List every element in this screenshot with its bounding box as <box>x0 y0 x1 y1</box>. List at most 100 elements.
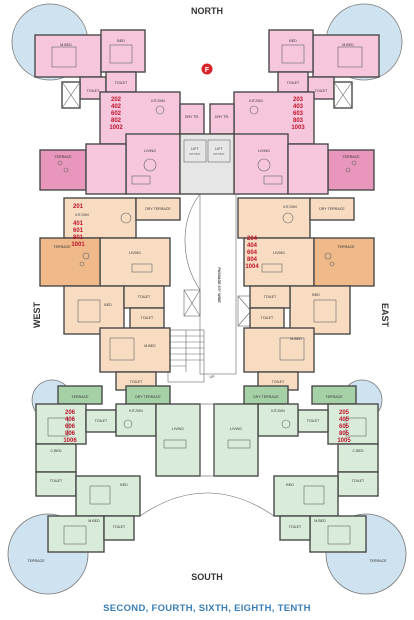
ne-bed-bed <box>281 44 305 64</box>
lift-left-dim: 6'0"X6'0" <box>189 152 200 156</box>
sw-toilet-2 <box>35 471 77 497</box>
se-mbed <box>309 515 367 553</box>
e-kitchen <box>237 197 311 239</box>
ne-unit-1: 203 <box>293 97 304 103</box>
se-toilet-label: TOILET <box>307 419 320 423</box>
sw-bed-label: BED <box>120 483 128 487</box>
nw-unit-1: 202 <box>111 97 122 103</box>
se-cbed <box>337 443 379 473</box>
e-toilet3-label: TOILET <box>272 380 285 384</box>
se-unit-3: 605 <box>339 424 350 430</box>
e-dry-label: DRY TERRACE <box>319 207 345 211</box>
sw-kitdin-label: KIT./DIN <box>129 409 143 413</box>
sw-toilet3-label: TOILET <box>113 525 126 529</box>
sw-terrace-label: TERRACE <box>71 395 89 399</box>
se-unit-4: 805 <box>339 431 350 437</box>
e-unit-numbers: 204 404 604 804 1004 <box>245 236 259 270</box>
lift-right-dim: 6'0"X6'0" <box>213 152 224 156</box>
w-bed-furniture <box>77 299 101 323</box>
north-label: NORTH <box>191 6 223 16</box>
e-unit-2: 404 <box>247 243 258 249</box>
w-bed <box>63 285 125 335</box>
sw-kitchen <box>115 403 157 437</box>
staircase <box>167 329 205 383</box>
nw-mbed-label: M.BED <box>60 43 72 47</box>
e-kitdin-label: KIT./DIN <box>283 205 297 209</box>
nw-toilet-label: TOILET <box>87 89 100 93</box>
nw-bed-room <box>100 29 146 73</box>
ne-bed-label: BED <box>289 39 297 43</box>
nw-unit-2: 402 <box>111 104 122 110</box>
se-cbed-label: C.BED <box>353 449 364 453</box>
w-unit-2: 401 <box>73 221 84 227</box>
ne-mbed-label: M.BED <box>342 43 354 47</box>
sw-mbed-label: M.BED <box>88 519 100 523</box>
se-kitdin-label: KIT./DIN <box>271 409 285 413</box>
w-toilet2-label: TOILET <box>141 316 154 320</box>
sw-cbed <box>35 443 77 473</box>
w-terrace-label: TERRACE <box>53 245 71 249</box>
w-living-label: LIVING <box>129 251 141 255</box>
e-mbed-label: M.BED <box>290 337 302 341</box>
w-living <box>99 237 171 287</box>
east-label: EAST <box>380 303 390 328</box>
e-unit-4: 804 <box>247 257 258 263</box>
w-mbed-label: M.BED <box>144 344 156 348</box>
w-dry-terrace <box>135 197 181 221</box>
ne-unit-2: 403 <box>293 104 304 110</box>
w-unit-4: 801 <box>73 235 84 241</box>
nw-living <box>125 133 181 195</box>
e-living-label: LIVING <box>273 251 285 255</box>
ne-living <box>233 133 289 195</box>
nw-dry-label: DRY TR. <box>185 115 199 119</box>
w-mbed <box>99 327 171 373</box>
nw-dry-terrace <box>179 103 205 135</box>
e-unit-3: 604 <box>247 250 258 256</box>
lift-left <box>183 139 207 163</box>
se-unit-1: 205 <box>339 410 350 416</box>
lift-right-label: LIFT <box>215 147 223 151</box>
e-bed <box>289 285 351 335</box>
ne-toilet-label: TOILET <box>315 89 328 93</box>
unit-e: KIT./DIN DRY TERRACE LIVING TERRACE BED … <box>237 197 375 391</box>
ne-dry-label: DRY TR. <box>215 115 229 119</box>
ne-mbed-room <box>312 34 380 78</box>
lift-lobby <box>179 133 235 195</box>
nw-unit-4: 802 <box>111 118 122 124</box>
up-label: UP <box>210 375 216 379</box>
w-dry-label: DRY TERRACE <box>145 207 171 211</box>
shaft-west <box>183 289 201 317</box>
sw-unit-4: 806 <box>65 431 76 437</box>
ne-living-label: LIVING <box>258 149 270 153</box>
nw-unit-numbers: 202 402 602 802 1002 <box>109 97 123 131</box>
sw-unit-numbers: 206 406 606 806 1006 <box>63 410 77 444</box>
sw-unit-5: 1006 <box>63 438 77 444</box>
sw-living-label: LIVING <box>172 427 184 431</box>
central-core: LIFT 6'0"X6'0" LIFT 6'0"X6'0" PASSAGE 6'… <box>167 133 265 383</box>
w-unit-1: 201 <box>73 204 84 210</box>
se-bedroom-1 <box>327 403 379 445</box>
nw-passage <box>85 143 127 195</box>
nw-terrace-label: TERRACE <box>54 155 72 159</box>
sw-toilet-3 <box>103 515 135 541</box>
sw-unit-1: 206 <box>65 410 76 416</box>
f-badge-letter: F <box>205 67 210 74</box>
e-toilet2-label: TOILET <box>261 316 274 320</box>
f-badge-circle <box>201 63 213 75</box>
sw-cbed-label: C.BED <box>51 449 62 453</box>
e-unit-1: 204 <box>247 236 258 242</box>
unit-sw: TERRACE DRY TERRACE TOILET KIT./DIN LIVI… <box>7 379 201 595</box>
nw-unit-5: 1002 <box>109 125 123 131</box>
unit-ne: M.BED BED TOILET TOILET KIT./DIN LIVING … <box>209 3 403 195</box>
sw-unit-2: 406 <box>65 417 76 423</box>
nw-mbed-bed <box>51 46 77 68</box>
south-label: SOUTH <box>191 572 223 582</box>
nw-bed-label: BED <box>117 39 125 43</box>
nw-terrace <box>39 149 87 191</box>
unit-se: TERRACE DRY TERRACE TOILET KIT./DIN LIVI… <box>213 379 407 595</box>
se-toilet3-label: TOILET <box>289 525 302 529</box>
unit-nw: M.BED BED TOILET TOILET KIT./DIN LIVING … <box>11 3 205 195</box>
w-mbed-furniture <box>109 337 135 361</box>
w-toilet3-label: TOILET <box>130 380 143 384</box>
ne-dry-terrace <box>209 103 235 135</box>
